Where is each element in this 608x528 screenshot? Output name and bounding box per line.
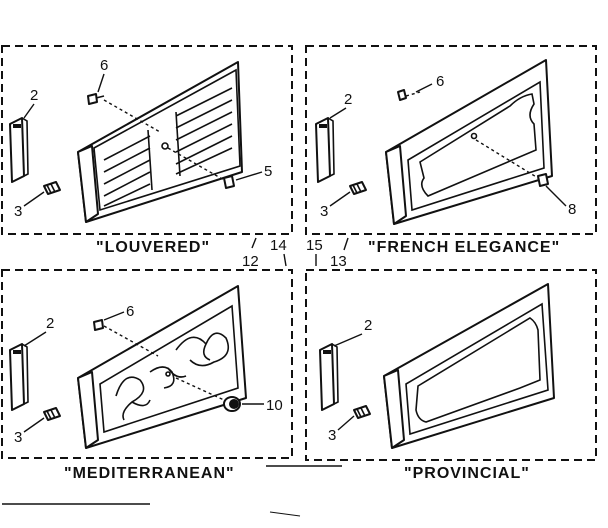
mediterranean-insert xyxy=(43,407,61,421)
provincial-title: "PROVINCIAL" xyxy=(404,465,530,482)
provincial-panel xyxy=(383,283,555,449)
french-elegance-frame xyxy=(305,45,597,235)
french-elegance-end-cap xyxy=(315,117,335,183)
louvered-callout-6: 6 xyxy=(100,57,108,74)
french-elegance-screw-8 xyxy=(475,139,549,187)
mediterranean-end-cap xyxy=(9,343,29,411)
french-elegance-callout-6: 6 xyxy=(436,73,444,90)
mediterranean-title: "MEDITERRANEAN" xyxy=(64,465,235,482)
louvered-screw-6 xyxy=(87,93,161,133)
assembly-ref-12: 12 xyxy=(242,253,259,270)
provincial-callout-2: 2 xyxy=(364,317,372,334)
provincial-end-cap xyxy=(319,343,339,411)
assembly-ref-15: 15 xyxy=(306,237,323,254)
mediterranean-frame xyxy=(1,269,293,459)
louvered-screw-5 xyxy=(161,142,235,189)
french-elegance-callout-3: 3 xyxy=(320,203,328,220)
mediterranean-screw-6 xyxy=(93,319,159,357)
louvered-callout-2: 2 xyxy=(30,87,38,104)
mediterranean-callout-6: 6 xyxy=(126,303,134,320)
panel-provincial: 2 3 xyxy=(305,269,597,461)
assembly-ref-14: 14 xyxy=(270,237,287,254)
assembly-refs: 12 14 15 13 xyxy=(242,237,349,270)
mediterranean-panel xyxy=(77,285,247,449)
louvered-title: "LOUVERED" xyxy=(96,239,210,256)
provincial-frame xyxy=(305,269,597,461)
french-elegance-title: "FRENCH ELEGANCE" xyxy=(368,239,560,256)
french-elegance-callout-2: 2 xyxy=(344,91,352,108)
french-elegance-callout-8: 8 xyxy=(568,201,576,218)
louvered-insert xyxy=(43,181,61,195)
french-elegance-insert xyxy=(349,181,367,195)
panel-louvered: 2 6 5 3 xyxy=(1,45,293,235)
mediterranean-callout-10: 10 xyxy=(266,397,283,414)
provincial-callout-3: 3 xyxy=(328,427,336,444)
louvered-callout-5: 5 xyxy=(264,163,272,180)
french-elegance-panel xyxy=(385,59,553,225)
panel-mediterranean: 2 6 10 3 xyxy=(1,269,293,459)
scan-mark-bottom xyxy=(269,511,301,517)
louvered-end-cap xyxy=(9,117,29,183)
mediterranean-callout-2: 2 xyxy=(46,315,54,332)
louvered-grille xyxy=(77,61,243,223)
panel-french-elegance: 2 6 8 3 xyxy=(305,45,597,235)
mediterranean-knob-10 xyxy=(175,377,241,412)
louvered-frame xyxy=(1,45,293,235)
provincial-insert xyxy=(353,405,371,419)
louvered-callout-3: 3 xyxy=(14,203,22,220)
assembly-ref-13: 13 xyxy=(330,253,347,270)
mediterranean-callout-3: 3 xyxy=(14,429,22,446)
french-elegance-screw-6 xyxy=(397,89,421,101)
